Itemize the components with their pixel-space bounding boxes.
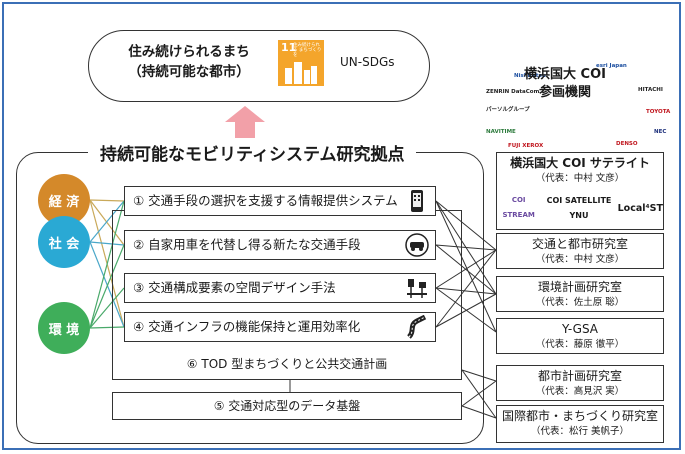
pillar-economy: 経 済 <box>38 174 90 226</box>
logo-persol: パーソルグループ <box>486 107 530 113</box>
lab-name: 国際都市・まちづくり研究室 <box>501 409 658 423</box>
logo-denso: DENSO <box>616 141 638 147</box>
pillar-label: 環 境 <box>48 322 80 338</box>
lab-name: Y-GSA <box>561 322 599 336</box>
satellite-rep: （代表：中村 文彦） <box>535 173 625 184</box>
urban-space-icon <box>407 279 427 298</box>
logo-local4st: Local⁴ST <box>617 202 663 214</box>
road-icon <box>407 315 427 339</box>
logo-fuji-xerox: FUJI XEROX <box>508 143 544 149</box>
lab-rep: （代表：松行 美帆子） <box>530 426 630 437</box>
logo-navitime: NAVITIME <box>486 129 516 135</box>
sdg-goal-text: 住み続けられる まちづくりを <box>293 43 322 58</box>
lab-name: 都市計画研究室 <box>537 369 622 383</box>
item-label: ③ 交通構成要素の空間デザイン手法 <box>133 280 336 295</box>
goal-title-line2: （持続可能な都市） <box>128 64 250 80</box>
lab-y-gsa: Y-GSA （代表：藤原 徹平） <box>496 318 664 354</box>
sdg-number: 11 <box>281 41 297 54</box>
pillar-society: 社 会 <box>38 216 90 268</box>
coi-title-line2: 参画機関 <box>538 85 591 100</box>
goal-title: 住み続けられるまち （持続可能な都市） <box>124 42 254 82</box>
logo-toyota: TOYOTA <box>646 109 671 115</box>
pillar-label: 社 会 <box>48 236 80 252</box>
city-buildings-icon <box>285 62 317 84</box>
pillar-label: 経 済 <box>48 194 80 210</box>
sdg-label: UN-SDGs <box>340 55 395 69</box>
lab-environment-planning: 環境計画研究室 （代表：佐土原 聡） <box>496 276 664 312</box>
lab-rep: （代表：中村 文彦） <box>535 254 625 265</box>
sdg-11-icon: 11 住み続けられる まちづくりを <box>278 40 324 86</box>
item-new-mobility: ② 自家用車を代替し得る新たな交通手段 <box>124 230 436 260</box>
coi-title-line1: 横浜国大 COI <box>524 67 606 82</box>
item-label: ① 交通手段の選択を支援する情報提供システム <box>133 193 398 208</box>
item-space-design: ③ 交通構成要素の空間デザイン手法 <box>124 273 436 303</box>
upward-arrow-icon <box>225 106 265 138</box>
data-platform-box: ⑤ 交通対応型のデータ基盤 <box>112 392 462 420</box>
lab-rep: （代表：高見沢 実） <box>535 386 625 397</box>
logo-nishitetsu: Nishitetsu <box>514 73 546 79</box>
satellite-logos: COI STREAM COI SATELLITE YNU Local⁴ST <box>497 193 663 223</box>
logo-esri: esri Japan <box>596 63 627 69</box>
item-label: ② 自家用車を代替し得る新たな交通手段 <box>133 237 361 252</box>
pillar-environment: 環 境 <box>38 302 90 354</box>
logo-nec: NEC <box>654 129 667 135</box>
lab-name: 環境計画研究室 <box>537 280 622 294</box>
logo-coi-satellite: COI SATELLITE YNU <box>546 196 612 220</box>
lab-rep: （代表：佐土原 聡） <box>535 297 625 308</box>
coi-participants-title: 横浜国大 COI 参画機関 <box>510 66 620 102</box>
logo-hitachi: HITACHI <box>638 87 663 93</box>
satellite-title: 横浜国大 COI サテライト <box>510 156 650 170</box>
lab-international-urban: 国際都市・まちづくり研究室 （代表：松行 美帆子） <box>496 405 664 443</box>
coi-satellite-box: 横浜国大 COI サテライト （代表：中村 文彦） COI STREAM COI… <box>496 152 664 230</box>
goal-capsule <box>88 30 430 102</box>
hub-title: 持続可能なモビリティシステム研究拠点 <box>88 140 417 165</box>
item-infrastructure: ④ 交通インフラの機能保持と運用効率化 <box>124 312 436 342</box>
lab-urban-planning: 都市計画研究室 （代表：高見沢 実） <box>496 365 664 401</box>
lab-transport-city: 交通と都市研究室 （代表：中村 文彦） <box>496 233 664 269</box>
coi-participants-panel: Nishitetsu esri Japan ZENRIN DataCom パーソ… <box>486 45 680 149</box>
goal-title-line1: 住み続けられるまち <box>128 44 250 60</box>
logo-coi-stream: COI STREAM <box>502 196 535 219</box>
lab-rep: （代表：藤原 徹平） <box>535 339 625 350</box>
vehicle-icon <box>405 233 429 257</box>
tod-planning-label: ⑥ TOD 型まちづくりと公共交通計画 <box>186 357 388 371</box>
item-info-system: ① 交通手段の選択を支援する情報提供システム <box>124 186 436 216</box>
item-label: ④ 交通インフラの機能保持と運用効率化 <box>133 319 361 334</box>
logo-zenrin: ZENRIN DataCom <box>486 89 540 95</box>
lab-name: 交通と都市研究室 <box>531 237 628 251</box>
smartphone-icon <box>411 190 423 212</box>
